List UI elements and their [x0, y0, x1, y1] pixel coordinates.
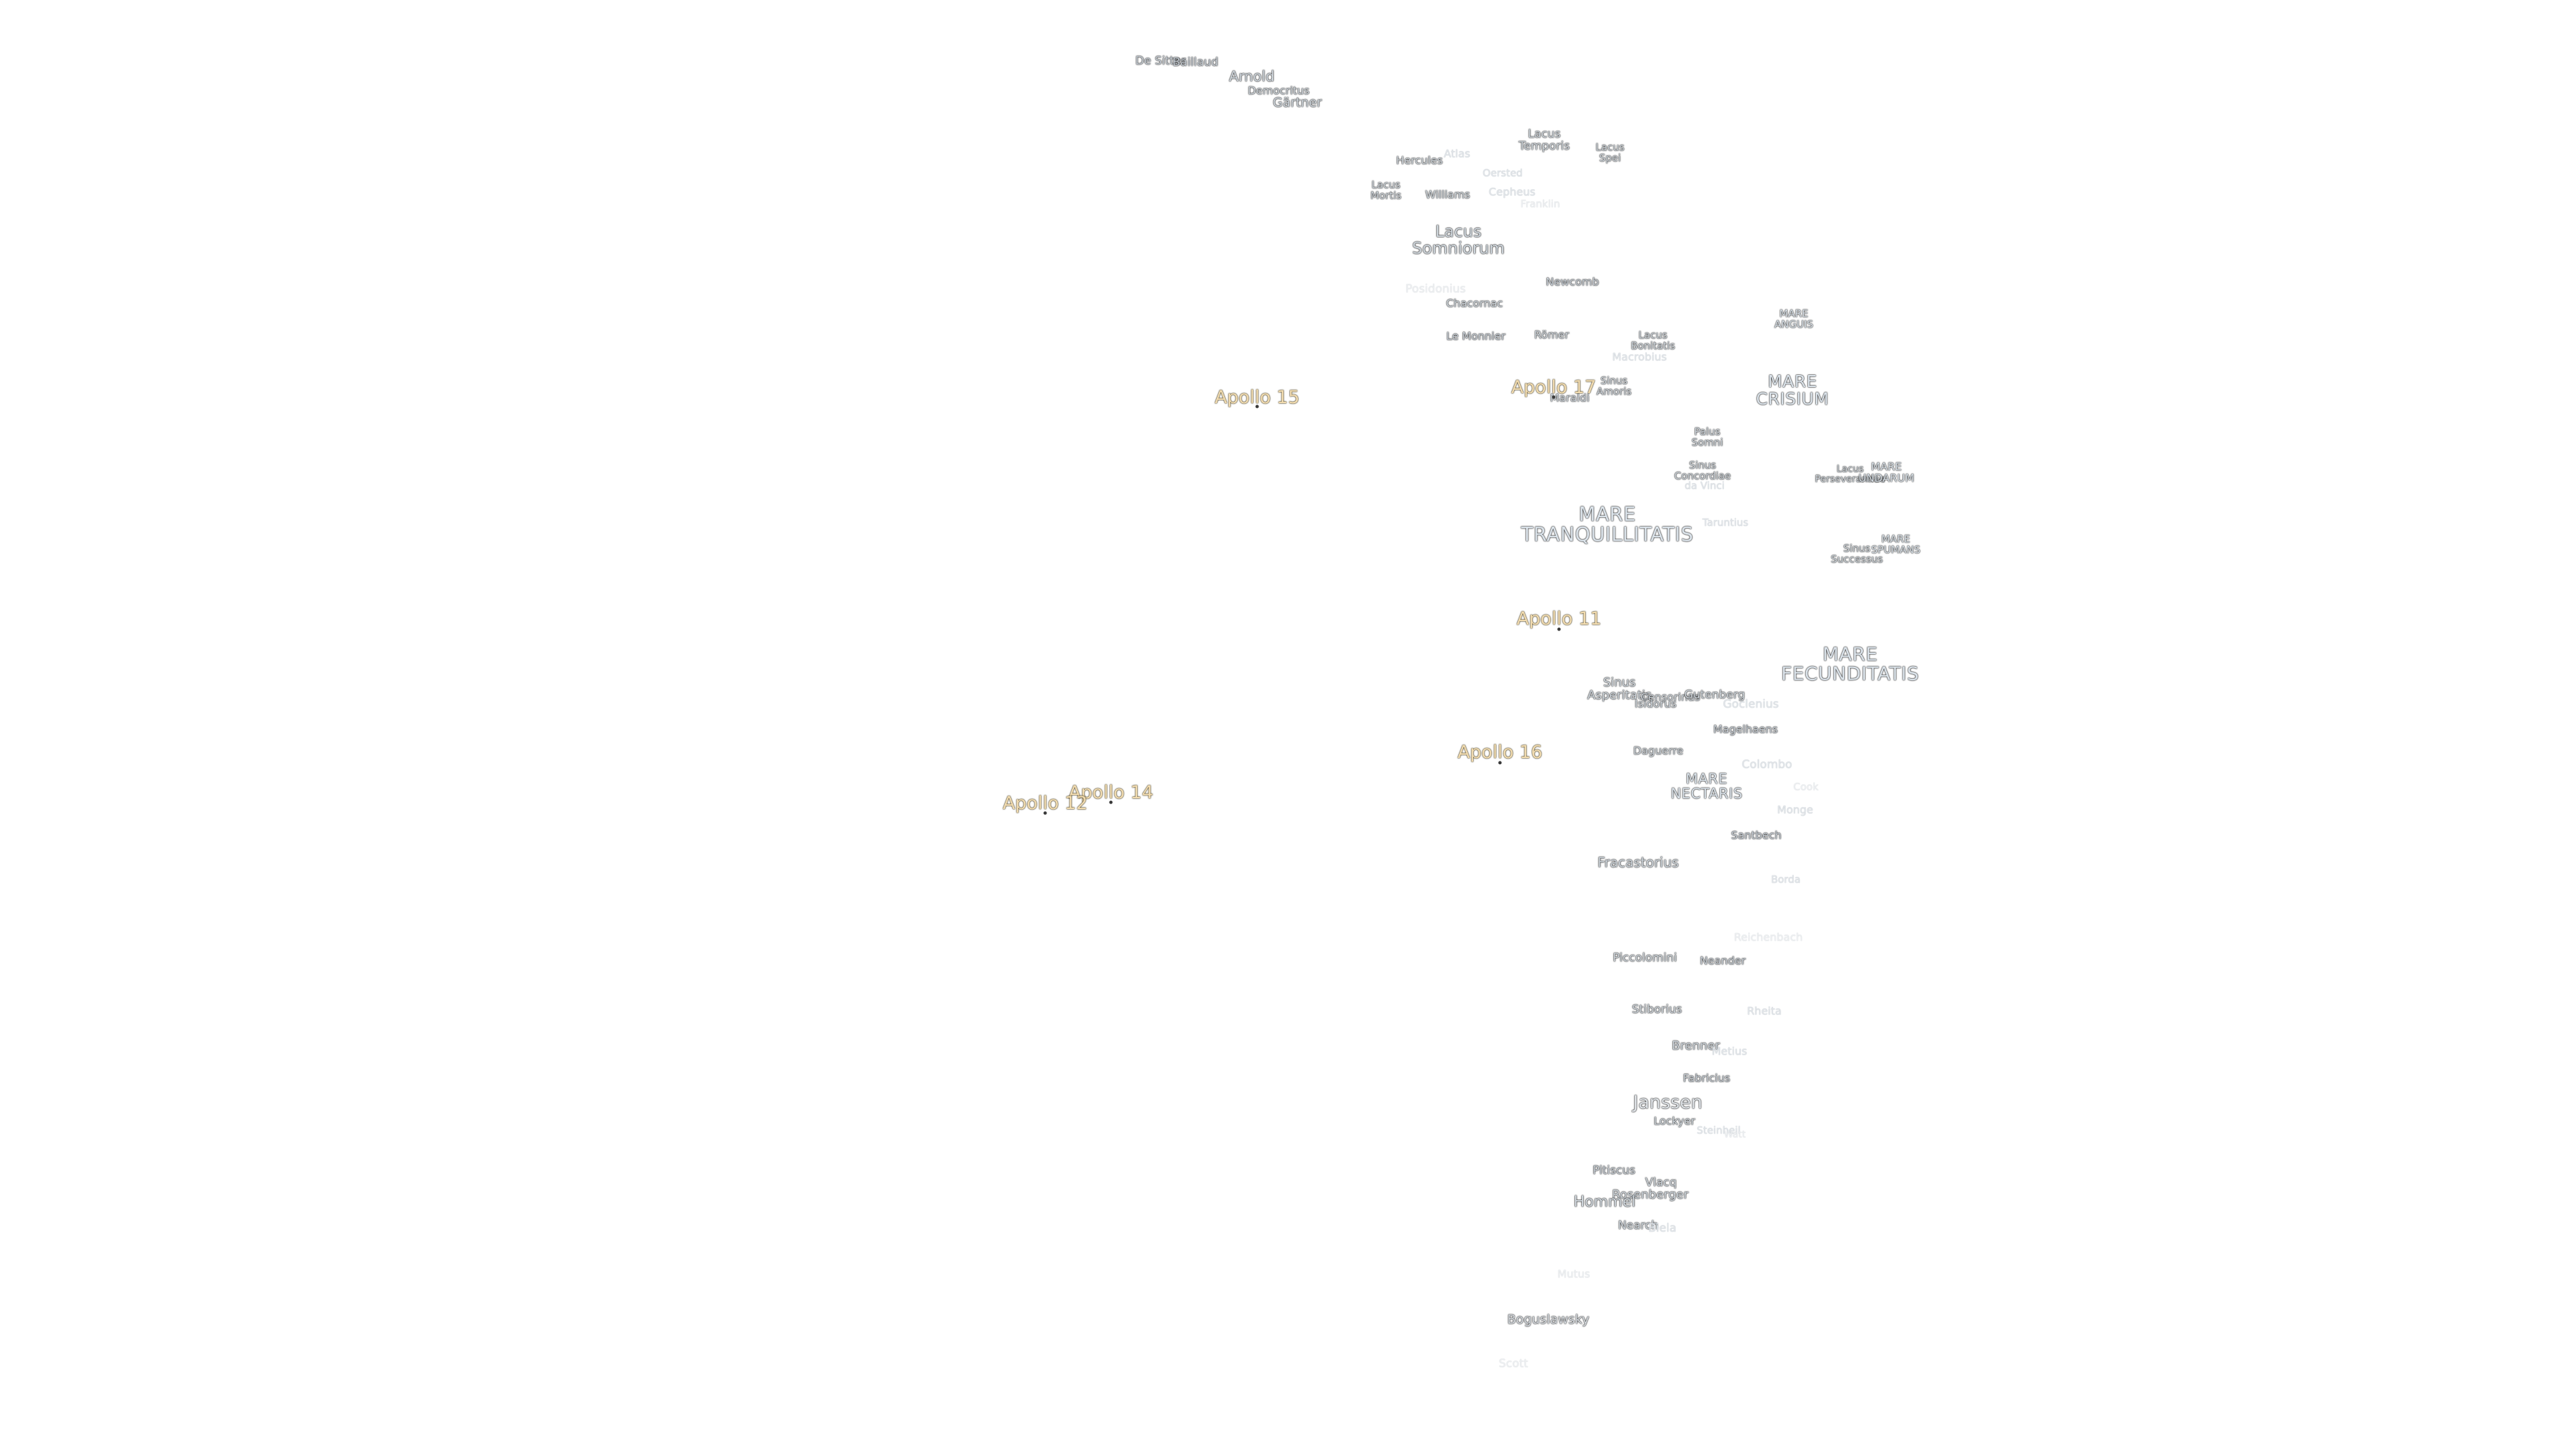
- label-franklin: Franklin: [1520, 198, 1560, 211]
- label-censorinus: Censorinus: [1640, 690, 1701, 704]
- label-monge: Monge: [1777, 803, 1813, 816]
- label-santbech: Santbech: [1731, 828, 1782, 842]
- label-romer: Römer: [1534, 328, 1570, 341]
- apollo-12-site-marker: [1043, 811, 1047, 815]
- label-lacus-bonitatis: Lacus Bonitatis: [1630, 329, 1676, 352]
- label-arnold: Arnold: [1229, 68, 1275, 85]
- label-rosenberger: Rosenberger: [1611, 1187, 1689, 1202]
- label-neander: Neander: [1699, 954, 1746, 967]
- label-le-monnier: Le Monnier: [1446, 329, 1506, 343]
- label-pitiscus: Pitiscus: [1593, 1164, 1635, 1178]
- label-cook: Cook: [1793, 781, 1819, 794]
- apollo-11-site-marker: [1557, 627, 1561, 631]
- apollo-14-site-marker: [1109, 800, 1113, 804]
- label-isidorus: Isidorus: [1634, 697, 1677, 710]
- label-sinus-concordiae: Sinus Concordiae: [1674, 459, 1731, 482]
- label-gutenberg: Gutenberg: [1684, 688, 1746, 702]
- label-mare-fecunditatis: MARE FECUNDITATIS: [1781, 643, 1919, 685]
- label-lacus-somniorum: Lacus Somniorum: [1411, 221, 1505, 258]
- label-lacus-mortis: Lacus Mortis: [1370, 178, 1402, 201]
- label-mutus: Mutus: [1557, 1267, 1591, 1281]
- label-metius: Metius: [1711, 1044, 1748, 1058]
- label-mare-nectaris: MARE NECTARIS: [1670, 770, 1743, 802]
- label-rheita: Rheita: [1747, 1004, 1782, 1018]
- label-magelhaens: Magelhaens: [1713, 722, 1778, 736]
- label-apollo-14: Apollo 14: [1068, 782, 1154, 803]
- label-de-sitter: De Sitter: [1135, 54, 1186, 68]
- label-gartner: Gärtner: [1273, 95, 1322, 111]
- label-reichenbach: Reichenbach: [1733, 930, 1803, 944]
- label-hercules: Hercules: [1396, 154, 1443, 167]
- label-lacus-perseverantiae: Lacus Perseverantiae: [1815, 464, 1886, 484]
- label-da-vinci: da Vinci: [1684, 480, 1725, 492]
- label-baillaud: Baillaud: [1172, 56, 1219, 70]
- label-palus-somni: Palus Somni: [1691, 425, 1723, 448]
- label-janssen: Janssen: [1633, 1091, 1703, 1113]
- apollo-15-site-marker: [1255, 405, 1259, 409]
- label-newcomb: Newcomb: [1546, 275, 1599, 288]
- label-colombo: Colombo: [1741, 758, 1792, 772]
- label-lacus-temporis: Lacus Temporis: [1518, 127, 1570, 153]
- label-mare-tranquillitatis: MARE TRANQUILLITATIS: [1521, 502, 1694, 546]
- label-apollo-17: Apollo 17: [1511, 376, 1597, 398]
- label-steinheil: Steinheil: [1697, 1124, 1741, 1137]
- label-hommel: Hommel: [1573, 1193, 1636, 1211]
- label-biela: Biela: [1648, 1222, 1676, 1236]
- label-williams: Williams: [1425, 188, 1470, 201]
- label-taruntius: Taruntius: [1702, 517, 1749, 529]
- label-chacornac: Chacornac: [1446, 297, 1503, 310]
- label-cepheus: Cepheus: [1489, 185, 1536, 199]
- label-mare-spumans: MARE SPUMANS: [1871, 533, 1921, 555]
- label-fabricius: Fabricius: [1682, 1071, 1731, 1085]
- label-macrobius: Macrobius: [1612, 350, 1667, 364]
- label-piccolomini: Piccolomini: [1613, 951, 1677, 965]
- label-mare-undarum: MARE UNDARUM: [1858, 460, 1915, 484]
- label-sinus-asperitatis: Sinus Asperitatis: [1587, 676, 1652, 702]
- label-atlas: Atlas: [1444, 147, 1470, 160]
- apollo-17-site-marker: [1552, 395, 1556, 399]
- label-democritus: Democritus: [1247, 84, 1310, 97]
- label-boguslawsky: Boguslawsky: [1507, 1312, 1590, 1328]
- label-lockyer: Lockyer: [1654, 1114, 1695, 1128]
- label-vlacq: Vlacq: [1645, 1176, 1677, 1190]
- label-maraldi: Maraldi: [1550, 391, 1590, 405]
- label-goclenius: Goclenius: [1723, 698, 1779, 712]
- label-nearch: Nearch: [1617, 1219, 1659, 1233]
- label-borda: Borda: [1770, 873, 1801, 886]
- label-stiborius: Stiborius: [1631, 1003, 1682, 1017]
- label-watt: Watt: [1723, 1129, 1746, 1140]
- label-daguerre: Daguerre: [1633, 744, 1684, 757]
- label-oersted: Oersted: [1483, 167, 1523, 180]
- label-apollo-16: Apollo 16: [1457, 741, 1543, 763]
- apollo-16-site-marker: [1498, 761, 1502, 765]
- label-apollo-11: Apollo 11: [1516, 608, 1602, 629]
- label-posidonius: Posidonius: [1405, 282, 1466, 297]
- label-fracastorius: Fracastorius: [1597, 854, 1679, 871]
- label-sinus-successus: Sinus Successus: [1831, 542, 1883, 565]
- label-sinus-amoris: Sinus Amoris: [1596, 374, 1632, 397]
- label-mare-crisium: MARE CRISIUM: [1756, 371, 1829, 409]
- label-lacus-spei: Lacus Spei: [1595, 141, 1625, 164]
- label-brenner: Brenner: [1672, 1038, 1720, 1053]
- label-apollo-15: Apollo 15: [1214, 386, 1300, 408]
- label-scott: Scott: [1499, 1357, 1528, 1371]
- label-mare-anguis: MARE ANGUIS: [1774, 307, 1814, 330]
- label-apollo-12: Apollo 12: [1002, 792, 1088, 814]
